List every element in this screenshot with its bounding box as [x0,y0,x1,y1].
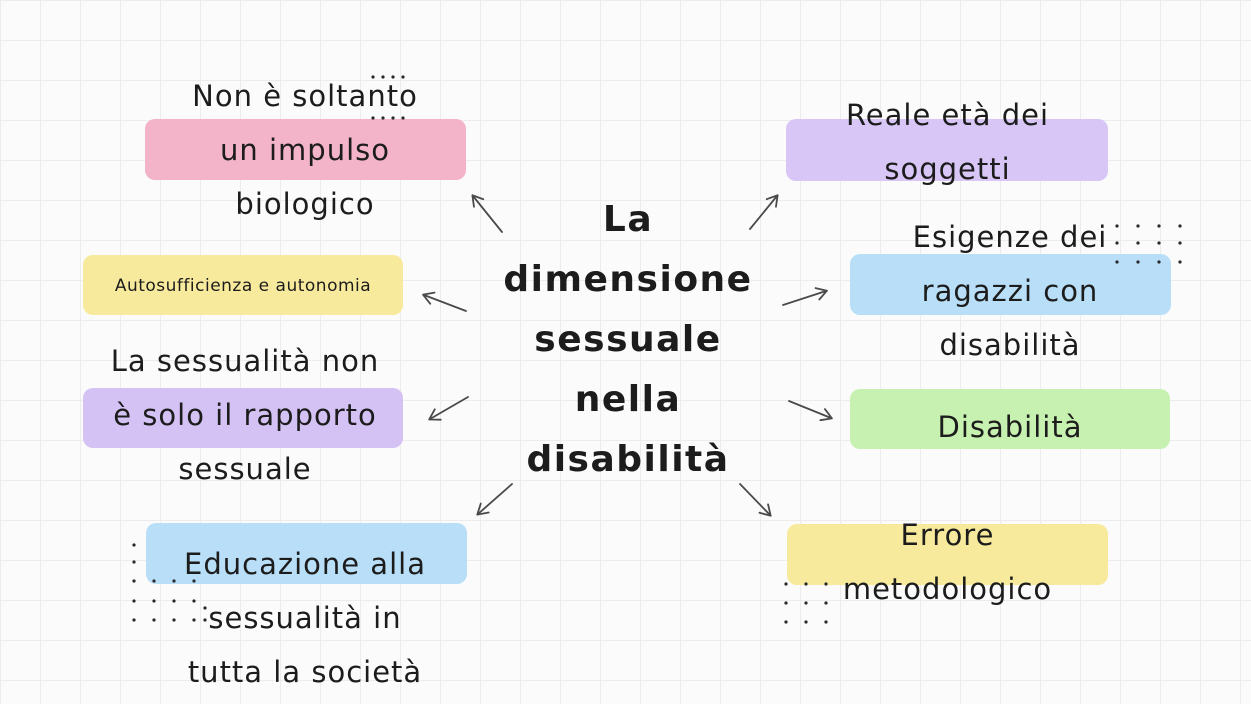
right-node-3-line-1: Disabilità [937,410,1083,444]
left-node-3-highlight [83,388,403,448]
left-node-2-highlight [83,255,403,315]
dots-top-left [371,75,405,120]
arrow-to-right-1 [749,194,779,230]
right-node-1-line-2: soggetti [884,152,1011,186]
arrow-to-left-4 [476,483,513,516]
arrow-to-right-4 [739,483,772,517]
right-node-4-line-2: metodologico [842,572,1053,606]
arrow-to-left-2 [422,291,467,312]
left-node-1-line-1: Non è soltanto [192,79,418,113]
left-node-3-line-3: sessuale [178,452,312,486]
right-node-4-line-1: Errore [900,518,995,552]
arrow-to-right-2 [782,287,828,306]
right-node-2-line-3: disabilità [939,328,1081,362]
arrow-to-right-3 [788,400,833,422]
right-node-2-line-1: Esigenze dei [912,220,1108,254]
dots-right-2 [1115,224,1182,264]
left-node-1-line-3: biologico [235,187,375,221]
arrow-to-left-3 [428,396,469,421]
center-line-3: sessuale [534,319,722,360]
center-line-4: nella [574,379,682,420]
right-node-1-highlight [786,119,1108,181]
right-node-4-highlight [787,524,1108,585]
left-node-4-line-1: Educazione alla [184,547,426,581]
right-node-3-highlight [850,389,1170,449]
center-line-1: La [602,199,654,240]
left-node-2-line-1: Autosufficienza e autonomia [114,276,372,296]
left-node-4-highlight [146,523,467,584]
left-node-4-line-3: tutta la società [187,655,423,689]
left-node-1-line-2: un impulso [220,133,390,167]
dots-left-4 [132,543,207,622]
left-node-3-line-1: La sessualità non [110,344,380,378]
center-line-5: disabilità [526,439,730,480]
left-node-4-line-2: sessualità in [208,601,402,635]
right-node-2-highlight [850,254,1171,315]
center-line-2: dimensione [503,259,753,300]
left-node-1-highlight [145,119,466,180]
center-topic: La dimensione sessuale nella disabilità [490,190,766,490]
arrow-to-left-1 [471,194,503,233]
dots-right-4 [784,582,828,624]
right-node-1-line-1: Reale età dei [845,98,1050,132]
left-node-3-line-2: è solo il rapporto [113,398,377,432]
right-node-2-line-2: ragazzi con [921,274,1099,308]
